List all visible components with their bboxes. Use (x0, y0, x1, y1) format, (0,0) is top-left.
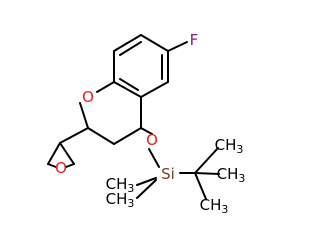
epoxide-ring (47, 127, 89, 168)
double-bond (119, 41, 142, 56)
molecule-structure: F O O O Si CH3 CH3 CH3 CH3 CH3 (47, 31, 246, 216)
ether-oxygen-label: O (146, 131, 158, 149)
bond (136, 179, 157, 199)
bond (65, 163, 75, 168)
bond (140, 34, 169, 52)
bond (96, 81, 115, 93)
bond (47, 163, 57, 168)
bond (167, 41, 188, 52)
tbutyl-methyl-label-1: CH3 (215, 136, 244, 156)
bond (136, 177, 157, 186)
epoxide-oxygen-label: O (55, 159, 67, 177)
tbutyl-methyl-label-3: CH3 (200, 196, 229, 216)
silicon-label: Si (161, 165, 175, 183)
benzene-ring (113, 34, 169, 98)
methyl-label-1: CH3 (106, 175, 135, 195)
bond (113, 34, 142, 52)
bond (140, 127, 153, 135)
bond (113, 81, 142, 98)
fluorine-label: F (190, 31, 199, 49)
bond (194, 147, 219, 174)
bond (87, 127, 115, 145)
tert-butyl-group (194, 147, 220, 200)
bond (79, 102, 89, 129)
ring-oxygen-label: O (82, 88, 94, 106)
bond (194, 172, 207, 200)
bond (59, 127, 89, 144)
bond (59, 142, 75, 165)
bond (113, 127, 142, 145)
double-bond (119, 78, 139, 91)
pyran-ring (79, 81, 142, 145)
tbutyl-methyl-label-2: CH3 (217, 165, 246, 185)
bond (47, 142, 61, 165)
bond (140, 81, 169, 98)
bond (148, 148, 160, 168)
bond (194, 172, 220, 175)
methyl-label-2: CH3 (106, 190, 135, 210)
structure-canvas: F O O O Si CH3 CH3 CH3 CH3 CH3 (47, 31, 246, 216)
